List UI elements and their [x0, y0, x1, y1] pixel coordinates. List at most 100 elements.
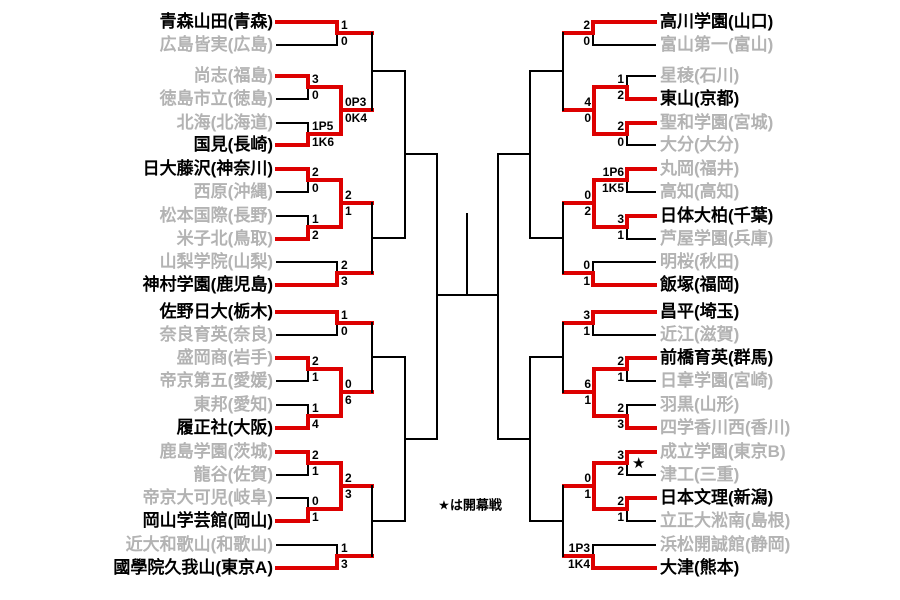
team-name: 奈良育英(奈良)	[159, 325, 273, 344]
winner-path-exit	[593, 507, 629, 511]
team-line	[592, 20, 657, 24]
team-line	[275, 167, 310, 171]
match-score: 0P3	[345, 95, 367, 109]
team-line	[276, 261, 338, 263]
match-exit-line	[372, 520, 406, 522]
match-score: 2	[312, 165, 319, 179]
team-line	[593, 261, 656, 263]
match-score: 4	[312, 417, 319, 431]
winner-path-exit	[562, 271, 595, 275]
winner-path-vertical	[591, 271, 595, 287]
match-score: 1	[312, 212, 319, 226]
match-score: 1	[617, 370, 624, 384]
match-vertical	[497, 153, 499, 440]
team-name: 高川学園(山口)	[660, 12, 774, 31]
team-line	[593, 334, 656, 336]
team-name: 昌平(埼玉)	[660, 302, 740, 321]
winner-path-exit	[307, 414, 343, 418]
team-line	[626, 426, 657, 430]
team-line	[593, 44, 656, 46]
team-line	[627, 520, 656, 522]
match-score: 1P5	[312, 119, 334, 133]
team-name: 浜松開誠館(静岡)	[660, 535, 791, 554]
winner-path-exit	[593, 225, 629, 229]
match-score: 1	[341, 308, 348, 322]
winner-path-vertical	[625, 121, 629, 136]
winner-path-exit	[562, 390, 596, 394]
team-name: 成立学園(東京B)	[660, 442, 786, 461]
team-name: 松本国際(長野)	[159, 206, 273, 225]
team-line	[627, 404, 656, 406]
team-line	[626, 214, 657, 218]
match-score: 0	[312, 181, 319, 195]
match-score: 1K4	[567, 557, 590, 571]
winner-path-exit	[340, 201, 374, 205]
team-name: 米子北(鳥取)	[176, 229, 273, 248]
match-score: 1K5	[601, 181, 624, 195]
team-name: 国見(長崎)	[193, 135, 273, 154]
team-line	[276, 191, 309, 193]
match-exit-line	[405, 153, 438, 155]
team-line	[627, 144, 656, 146]
team-name: 明桜(秋田)	[660, 252, 740, 271]
match-score: 2	[341, 258, 348, 272]
match-score: 0K4	[345, 111, 368, 125]
match-score: 0	[617, 135, 624, 149]
team-line	[593, 544, 656, 546]
legend-note: ★は開幕戦	[438, 497, 502, 513]
match-vertical	[436, 153, 438, 440]
team-name: 近大和歌山(和歌山)	[125, 535, 273, 554]
match-score: 0	[584, 188, 591, 202]
match-score: 3	[341, 274, 348, 288]
team-name: 近江(滋賀)	[660, 325, 740, 344]
team-name: 尚志(福島)	[193, 66, 273, 85]
team-name: 東邦(愛知)	[193, 395, 273, 414]
match-score: 0	[583, 258, 590, 272]
winner-path-exit	[593, 85, 629, 89]
winner-path-exit	[307, 461, 343, 465]
winner-path-vertical	[591, 310, 595, 325]
match-score: 1	[345, 204, 352, 218]
team-name: 岡山学芸館(岡山)	[142, 511, 273, 530]
match-score: 1	[312, 401, 319, 415]
team-line	[275, 356, 310, 360]
match-score: 1	[341, 18, 348, 32]
match-score: 2	[312, 448, 319, 462]
team-name: 日体大柏(千葉)	[660, 206, 774, 225]
team-line	[275, 237, 310, 241]
team-name: 飯塚(福岡)	[660, 275, 740, 294]
team-line	[276, 474, 309, 476]
winner-path-exit	[307, 367, 343, 371]
team-name: 高知(高知)	[660, 182, 740, 201]
match-score: 1	[584, 393, 591, 407]
team-name: 徳島市立(徳島)	[159, 89, 273, 108]
winner-path-vertical	[306, 225, 310, 241]
match-exit-line	[498, 153, 531, 155]
winner-path-vertical	[591, 20, 595, 35]
match-score: 2	[617, 354, 624, 368]
team-line	[627, 75, 656, 77]
team-name: 青森山田(青森)	[159, 12, 273, 31]
winner-path-exit	[336, 321, 374, 325]
match-exit-line	[530, 70, 564, 72]
match-score: 3	[341, 557, 348, 571]
match-score: 3	[617, 212, 624, 226]
match-score: 6	[584, 377, 591, 391]
team-name: 大分(大分)	[660, 135, 740, 154]
match-score: 0	[584, 471, 591, 485]
team-line	[592, 310, 657, 314]
match-score: 0	[341, 324, 348, 338]
team-line	[275, 310, 339, 314]
team-name: 聖和学園(宮城)	[660, 113, 774, 132]
match-score: 0	[312, 88, 319, 102]
team-line	[592, 566, 657, 570]
winner-path-exit	[340, 484, 374, 488]
winner-path-vertical	[625, 214, 629, 229]
match-exit-line	[372, 237, 406, 239]
match-score: 2	[584, 204, 591, 218]
match-score: 1P3	[568, 541, 590, 555]
team-line	[275, 143, 310, 147]
match-exit-line	[530, 520, 564, 522]
winner-path-vertical	[306, 74, 310, 89]
team-line	[275, 450, 310, 454]
